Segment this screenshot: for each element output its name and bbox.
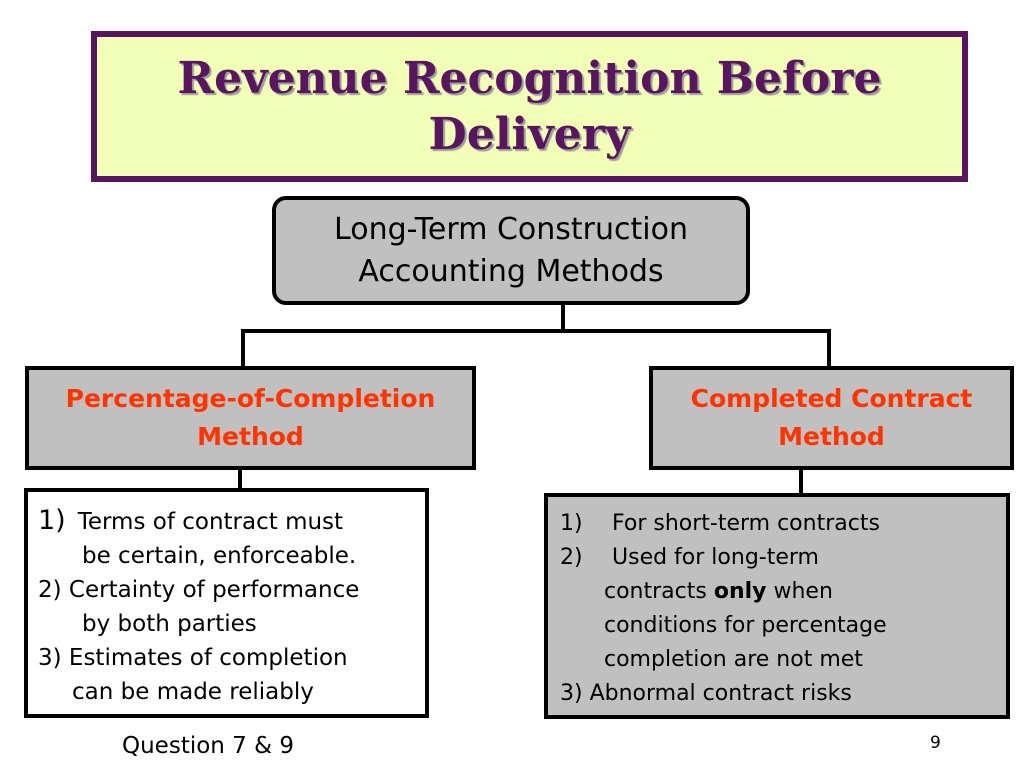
question-reference: Question 7 & 9 <box>122 733 295 759</box>
percentage-of-completion-criteria: 1) Terms of contract must be certain, enf… <box>24 488 429 718</box>
percentage-of-completion-line-2: Method <box>197 422 304 451</box>
completed-contract-line-1: Completed Contract <box>690 384 973 413</box>
cc-item-1-text: For short-term contracts <box>612 511 880 536</box>
criteria-item-2: 2) Certainty of performance <box>38 577 360 603</box>
percentage-of-completion-node: Percentage-of-Completion Method <box>25 366 476 470</box>
cc-item-1-number: 1) <box>560 511 583 536</box>
percentage-of-completion-line-1: Percentage-of-Completion <box>65 384 436 413</box>
slide-title-line-1: Revenue Recognition Before <box>177 52 882 104</box>
cc-item-2-contracts: contracts <box>604 579 714 604</box>
page-number: 9 <box>930 733 941 753</box>
criteria-item-1: 1) Terms of contract must <box>38 504 425 539</box>
criteria-item-1-continued: be certain, enforceable. <box>82 543 357 569</box>
root-node-line-1: Long-Term Construction <box>334 211 688 247</box>
criteria-item-1-number: 1) <box>38 505 66 536</box>
slide-title-line-2: Delivery <box>428 108 631 160</box>
cc-item-1: 1) For short-term contracts <box>560 507 1006 541</box>
completed-contract-line-2: Method <box>778 422 885 451</box>
criteria-item-2-continued: by both parties <box>82 611 257 637</box>
criteria-item-3: 3) Estimates of completion <box>38 645 348 671</box>
connector-right-drop <box>827 329 831 366</box>
cc-item-2-conditions: conditions for percentage <box>604 613 887 638</box>
root-node: Long-Term Construction Accounting Method… <box>272 196 750 305</box>
completed-contract-criteria: 1) For short-term contracts 2) Used for lo… <box>544 493 1010 719</box>
title-box: Revenue Recognition Before Delivery <box>91 31 968 182</box>
root-node-line-2: Accounting Methods <box>358 253 664 289</box>
connector-horizontal <box>241 329 831 333</box>
cc-item-2-continued: contracts only when <box>560 575 1006 609</box>
connector-left-drop <box>241 329 245 366</box>
cc-item-3: 3) Abnormal contract risks <box>560 681 852 706</box>
criteria-item-3-continued: can be made reliably <box>72 679 314 705</box>
criteria-item-1-text: Terms of contract must <box>77 509 344 535</box>
cc-item-2-completion: completion are not met <box>604 647 863 672</box>
cc-item-2-when: when <box>766 579 833 604</box>
connector-right-list <box>799 470 803 493</box>
cc-item-2-only-emphasis: only <box>713 579 767 604</box>
connector-left-list <box>238 470 242 488</box>
cc-item-2-text: Used for long-term <box>612 545 819 570</box>
connector-root-stem <box>561 305 565 331</box>
cc-item-2: 2) Used for long-term <box>560 541 1006 575</box>
completed-contract-node: Completed Contract Method <box>649 366 1014 470</box>
cc-item-2-number: 2) <box>560 545 583 570</box>
